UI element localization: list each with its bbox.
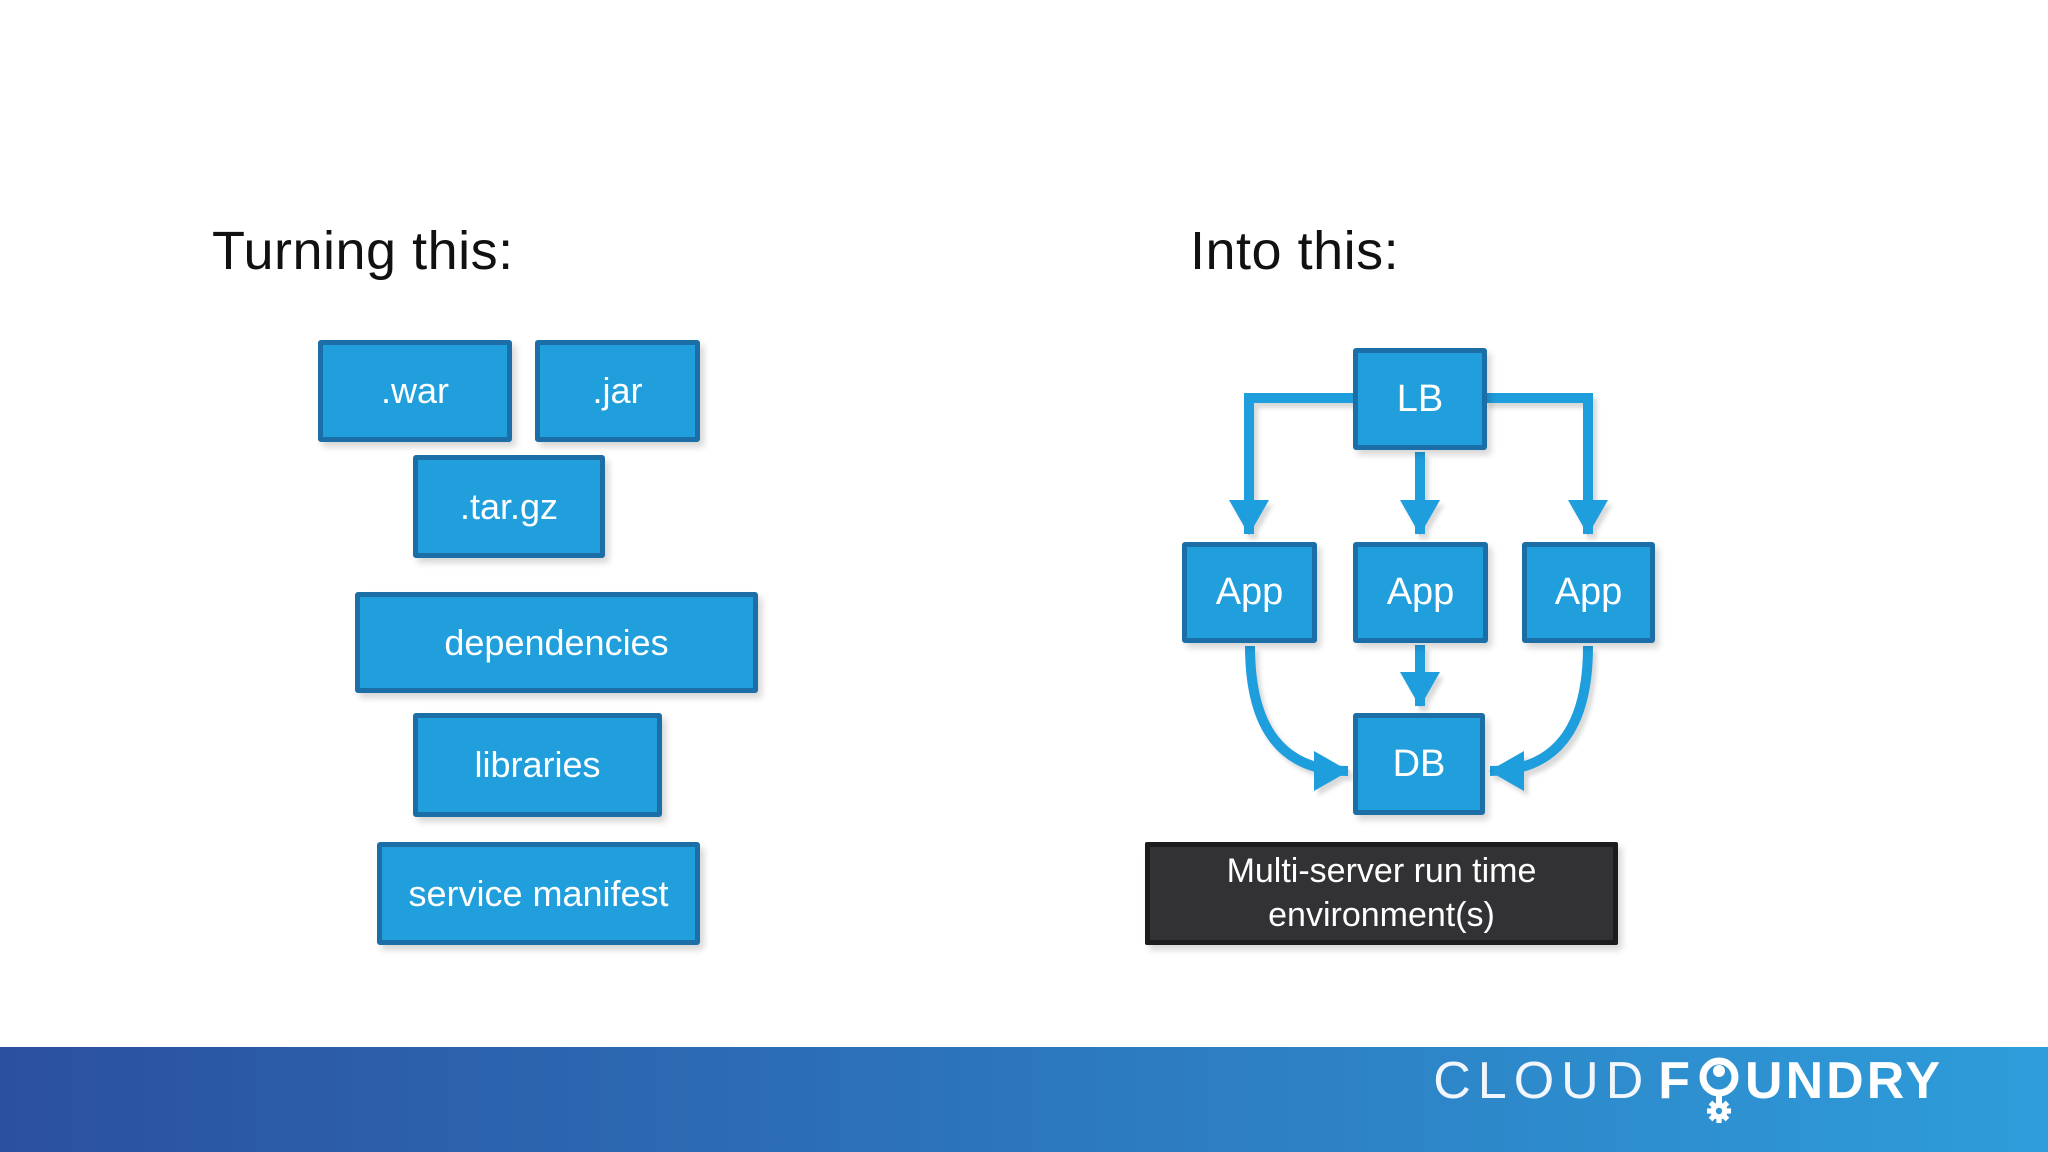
env-box-line2: environment(s) [1268, 895, 1495, 934]
logo-foundry-rest: UNDRY [1745, 1052, 1943, 1110]
env-box: Multi-server run time environment(s) [1145, 842, 1618, 945]
box-libraries: libraries [413, 713, 662, 817]
node-app-1: App [1182, 542, 1317, 643]
footer-bar: CLOUD F UNDRY [0, 1047, 2048, 1152]
env-box-line1: Multi-server run time [1226, 851, 1537, 890]
node-app-2: App [1353, 542, 1488, 643]
logo-cloud-text: CLOUD [1433, 1052, 1651, 1110]
logo-foundry-f: F [1658, 1052, 1694, 1110]
box-targz: .tar.gz [413, 455, 605, 558]
balloon-gear-icon [1699, 1057, 1739, 1123]
box-war: .war [318, 340, 512, 442]
left-heading: Turning this: [212, 221, 514, 281]
node-lb: LB [1353, 348, 1487, 450]
box-jar: .jar [535, 340, 700, 442]
right-heading: Into this: [1190, 221, 1400, 281]
node-db: DB [1353, 713, 1485, 815]
box-service-manifest: service manifest [377, 842, 700, 945]
box-dependencies: dependencies [355, 592, 758, 693]
node-app-3: App [1522, 542, 1655, 643]
cloudfoundry-logo: CLOUD F UNDRY [1433, 1052, 1943, 1123]
